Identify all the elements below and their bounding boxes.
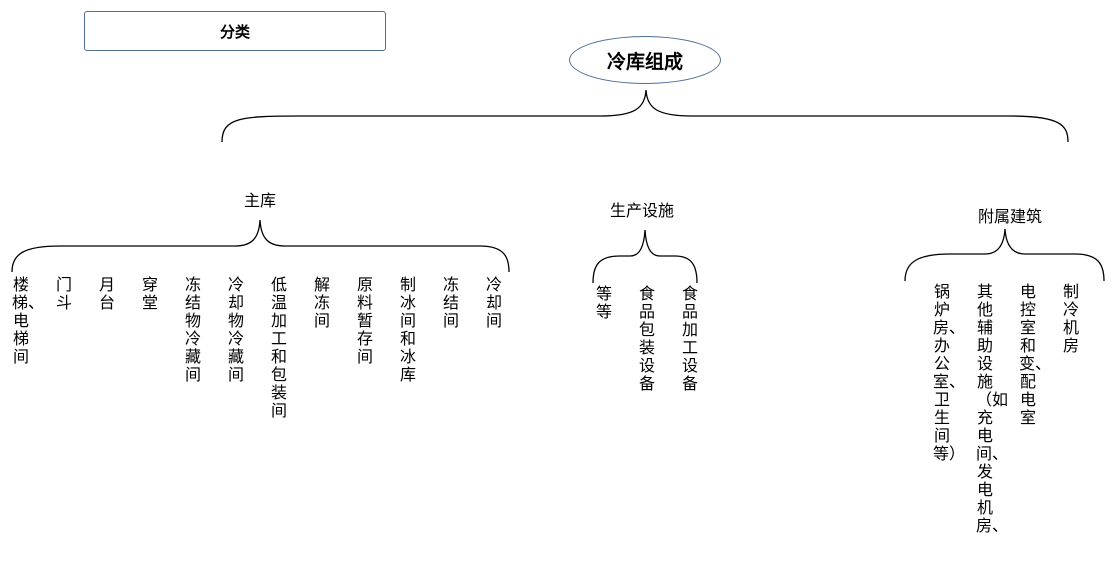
root-node-label: 冷库组成 — [606, 50, 683, 73]
leaf-production-2: 食品加工设备 — [681, 284, 698, 393]
main-library-bracket — [11, 219, 510, 273]
leaf-main-8: 原料暂存间 — [356, 275, 373, 366]
auxiliary-bracket — [904, 228, 1105, 282]
root-node: 冷库组成 — [569, 36, 721, 84]
group-title-auxiliary-buildings: 附属建筑 — [977, 207, 1043, 226]
leaf-main-4: 冻结物冷藏间 — [184, 275, 201, 384]
leaf-auxiliary-2: 电控室和变、配电室 — [1019, 282, 1052, 427]
group-title-main-library: 主库 — [243, 191, 277, 210]
group-title-production-facilities: 生产设施 — [609, 201, 675, 220]
leaf-production-0: 等等 — [595, 284, 612, 321]
leaf-main-5: 冷却物冷藏间 — [227, 275, 244, 384]
leaf-auxiliary-1: 其他辅助设施（如充电间、发电机房、 — [976, 282, 1009, 535]
leaf-main-1: 门斗 — [55, 275, 72, 312]
production-bracket — [592, 229, 698, 284]
leaf-main-3: 穿堂 — [141, 275, 158, 312]
category-header-label: 分类 — [219, 22, 250, 41]
leaf-auxiliary-0: 锅炉房、办公室、卫生间等） — [933, 282, 966, 463]
category-header-box: 分类 — [84, 11, 386, 51]
leaf-main-9: 制冰间和冰库 — [399, 275, 416, 384]
leaf-main-2: 月台 — [98, 275, 115, 312]
leaf-production-1: 食品包装设备 — [638, 284, 655, 393]
leaf-main-11: 冷却间 — [485, 275, 502, 330]
leaf-main-7: 解冻间 — [313, 275, 330, 330]
leaf-main-0: 楼梯、电梯间 — [12, 275, 45, 366]
root-bracket — [221, 89, 1069, 143]
leaf-main-10: 冻结间 — [442, 275, 459, 330]
leaf-main-6: 低温加工和包装间 — [270, 275, 287, 420]
leaf-auxiliary-3: 制冷机房 — [1062, 282, 1079, 355]
